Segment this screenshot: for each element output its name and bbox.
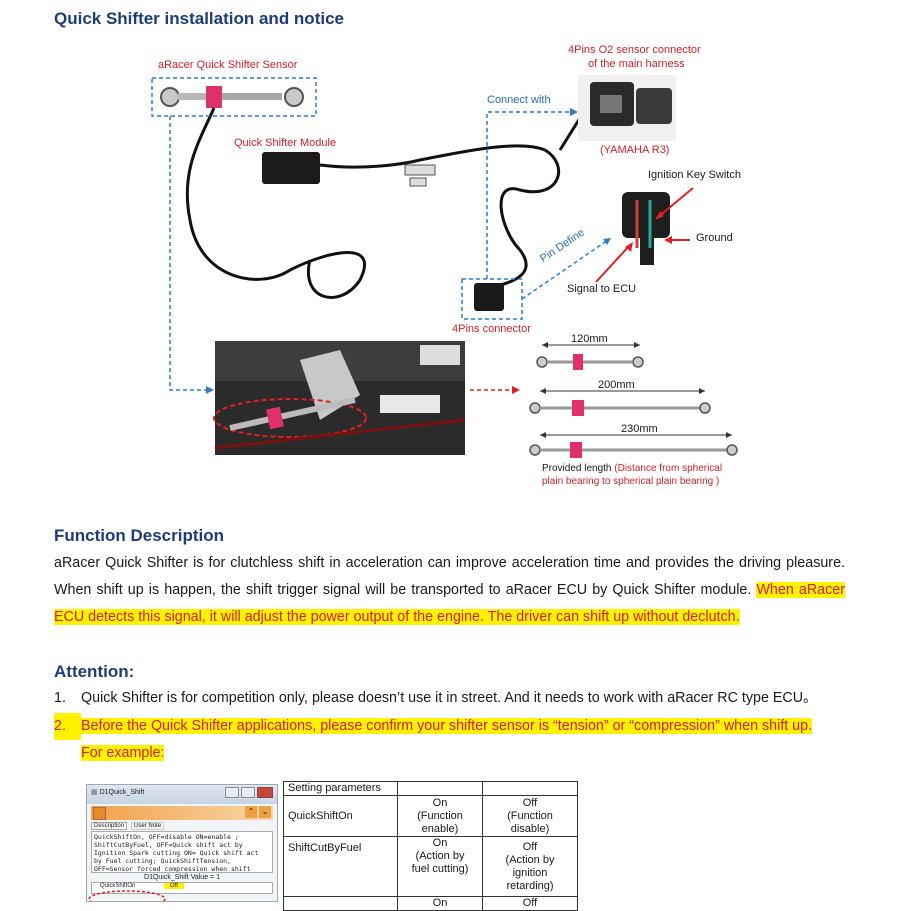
table-header-blank-2 [482, 781, 578, 796]
tab-user-note[interactable]: User Note [131, 822, 165, 830]
motorcycle-photo [213, 341, 466, 455]
ground-label: Ground [696, 232, 733, 244]
maximize-button[interactable] [241, 787, 255, 798]
attention-heading: Attention: [54, 662, 135, 681]
rod-120 [536, 342, 644, 370]
param-name: ShiftCutByFuel [283, 836, 398, 897]
function-paragraph: aRacer Quick Shifter is for clutchless s… [54, 550, 845, 631]
o2-connector-image [578, 75, 676, 141]
table-row: On Off [283, 896, 578, 911]
table-header-blank-1 [397, 781, 483, 796]
close-button[interactable] [257, 787, 273, 798]
for-example-label: For example: [81, 745, 165, 761]
length-120-label: 120mm [571, 333, 608, 345]
table-header: Setting parameters [283, 781, 398, 796]
function-heading: Function Description [54, 526, 224, 545]
table-row: QuickShiftOn On (Function enable) Off (F… [283, 795, 578, 837]
param-off: Off (Function disable) [482, 795, 578, 837]
four-pins-label: 4Pins connector [452, 323, 531, 335]
four-pins-connector-image [474, 283, 504, 311]
param-on: On (Function enable) [397, 795, 483, 837]
rod-200 [529, 388, 711, 416]
tabs: Description User Note [91, 822, 273, 830]
o2-label-line1: 4Pins O2 sensor connector [568, 44, 701, 56]
settings-table: Setting parameters QuickShiftOn On (Func… [283, 781, 578, 911]
provided-length-detail-2: plain bearing to spherical plain bearing… [542, 476, 720, 487]
arrow-up-icon[interactable]: ⌃ [245, 806, 257, 818]
sensor-label: aRacer Quick Shifter Sensor [158, 59, 298, 71]
signal-ecu-label: Signal to ECU [567, 283, 637, 295]
red-circle-mark [88, 890, 166, 901]
module-label: Quick Shifter Module [234, 137, 337, 149]
attention-item-2-text: Before the Quick Shifter applications, p… [81, 718, 813, 734]
table-row: ShiftCutByFuel On (Action by fuel cuttin… [283, 836, 578, 897]
provided-length-detail-1: (Distance from spherical [614, 463, 723, 474]
settings-row: QuickShiftOn Off [91, 882, 273, 894]
param-name [283, 896, 398, 911]
table-header-row: Setting parameters [283, 781, 578, 796]
value-line: D1Quick_Shift Value = 1 [144, 874, 220, 881]
provided-length-note: Provided length (Distance from spherical… [542, 462, 722, 488]
software-screenshot: ▦ D1Quick_Shift ⌃ ⌄ Description User Not… [86, 784, 278, 902]
param-off: Off (Action by ignition retarding) [482, 836, 578, 897]
orange-toolbar: ⌃ ⌄ [91, 806, 273, 820]
save-icon[interactable] [93, 807, 106, 820]
param-name: QuickShiftOn [283, 795, 398, 837]
ignition-key-label: Ignition Key Switch [648, 169, 741, 181]
attention-item-2: 2.Before the Quick Shifter applications,… [54, 713, 854, 740]
param-off: Off [482, 896, 578, 911]
window-icon: ▦ [91, 789, 98, 796]
minimize-button[interactable] [225, 787, 239, 798]
param-on: On [397, 896, 483, 911]
function-text-1: aRacer Quick Shifter is for clutchless s… [54, 555, 845, 598]
attention-item-1: 1. Quick Shifter is for competition only,… [54, 685, 854, 712]
settings-row-name: QuickShiftOn [100, 883, 136, 889]
attention-item-1-num: 1. [54, 690, 66, 706]
yamaha-label: (YAMAHA R3) [600, 144, 670, 156]
provided-length-prefix: Provided length [542, 463, 615, 474]
shifter-sensor-image [160, 86, 304, 108]
rod-230 [529, 432, 738, 458]
arrow-down-icon[interactable]: ⌄ [259, 806, 271, 818]
attention-item-2-num: 2. [54, 713, 81, 740]
connect-with-label: Connect with [487, 94, 551, 106]
length-230-label: 230mm [621, 423, 658, 435]
window-title: D1Quick_Shift [99, 789, 145, 796]
quick-shifter-module-image [262, 152, 320, 184]
ignition-plug-image [622, 192, 670, 265]
installation-diagram [151, 75, 738, 458]
length-200-label: 200mm [598, 379, 635, 391]
page-title: Quick Shifter installation and notice [54, 9, 344, 28]
param-on: On (Action by fuel cutting) [397, 836, 483, 897]
attention-item-2-example: For example: [81, 740, 165, 767]
settings-row-value[interactable]: Off [164, 883, 184, 889]
window-controls [225, 787, 273, 798]
description-box: QuickShiftOn, OFF=disable ON=enable ; Sh… [91, 831, 273, 873]
tab-description[interactable]: Description [91, 822, 128, 830]
window-titlebar: ▦ D1Quick_Shift [87, 785, 277, 804]
attention-item-1-text: Quick Shifter is for competition only, p… [81, 690, 818, 706]
o2-label-line2: of the main harness [588, 58, 685, 70]
